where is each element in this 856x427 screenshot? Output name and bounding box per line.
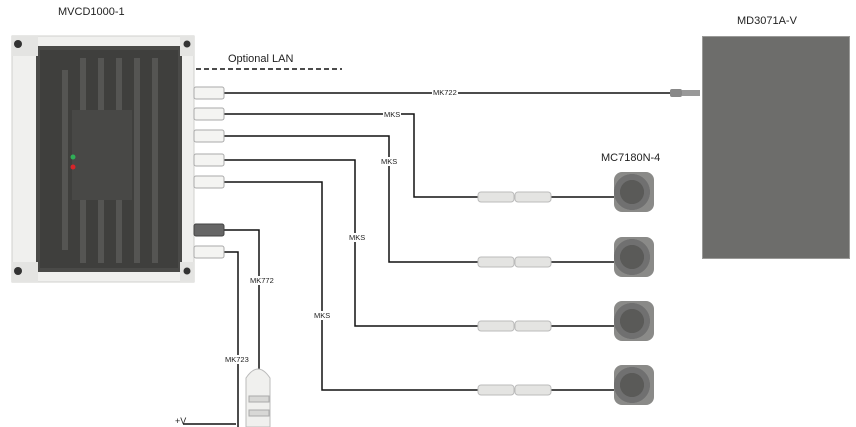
unit-label: MVCD1000-1 xyxy=(58,6,125,18)
camera-1 xyxy=(614,172,654,212)
camera-3 xyxy=(614,301,654,341)
optional-lan-label: Optional LAN xyxy=(228,53,294,65)
fuse-holder xyxy=(245,368,271,427)
monitor-label: MD3071A-V xyxy=(737,15,797,27)
camera4-cable xyxy=(223,181,478,391)
camera3-cable xyxy=(223,159,478,327)
cable-tag-mk723: MK723 xyxy=(224,355,250,364)
cable-tag-mk772: MK772 xyxy=(249,276,275,285)
coupler-row-3 xyxy=(477,320,552,332)
coupler-row-1 xyxy=(477,191,552,203)
monitor-md3071a-v xyxy=(702,36,850,259)
coupler-row-4 xyxy=(477,384,552,396)
cable-tag-mks-2: MKS xyxy=(380,157,399,166)
mk723-cable xyxy=(223,251,239,427)
monitor-plug xyxy=(682,90,700,96)
mk772-cable xyxy=(223,229,260,370)
camera1-cable xyxy=(223,113,478,198)
coupler-row-2 xyxy=(477,256,552,268)
cable-tag-mks-3: MKS xyxy=(348,233,367,242)
cable-tag-mks-4: MKS xyxy=(313,311,332,320)
cable-tag-mk722: MK722 xyxy=(432,88,458,97)
mvcd-unit xyxy=(11,35,225,283)
camera-4 xyxy=(614,365,654,405)
power-label: +V xyxy=(175,416,187,426)
camera-label: MC7180N-4 xyxy=(601,152,661,164)
cable-tag-mks-1: MKS xyxy=(383,110,402,119)
camera2-cable xyxy=(223,135,478,263)
camera-2 xyxy=(614,237,654,277)
monitor-connector xyxy=(670,89,682,97)
